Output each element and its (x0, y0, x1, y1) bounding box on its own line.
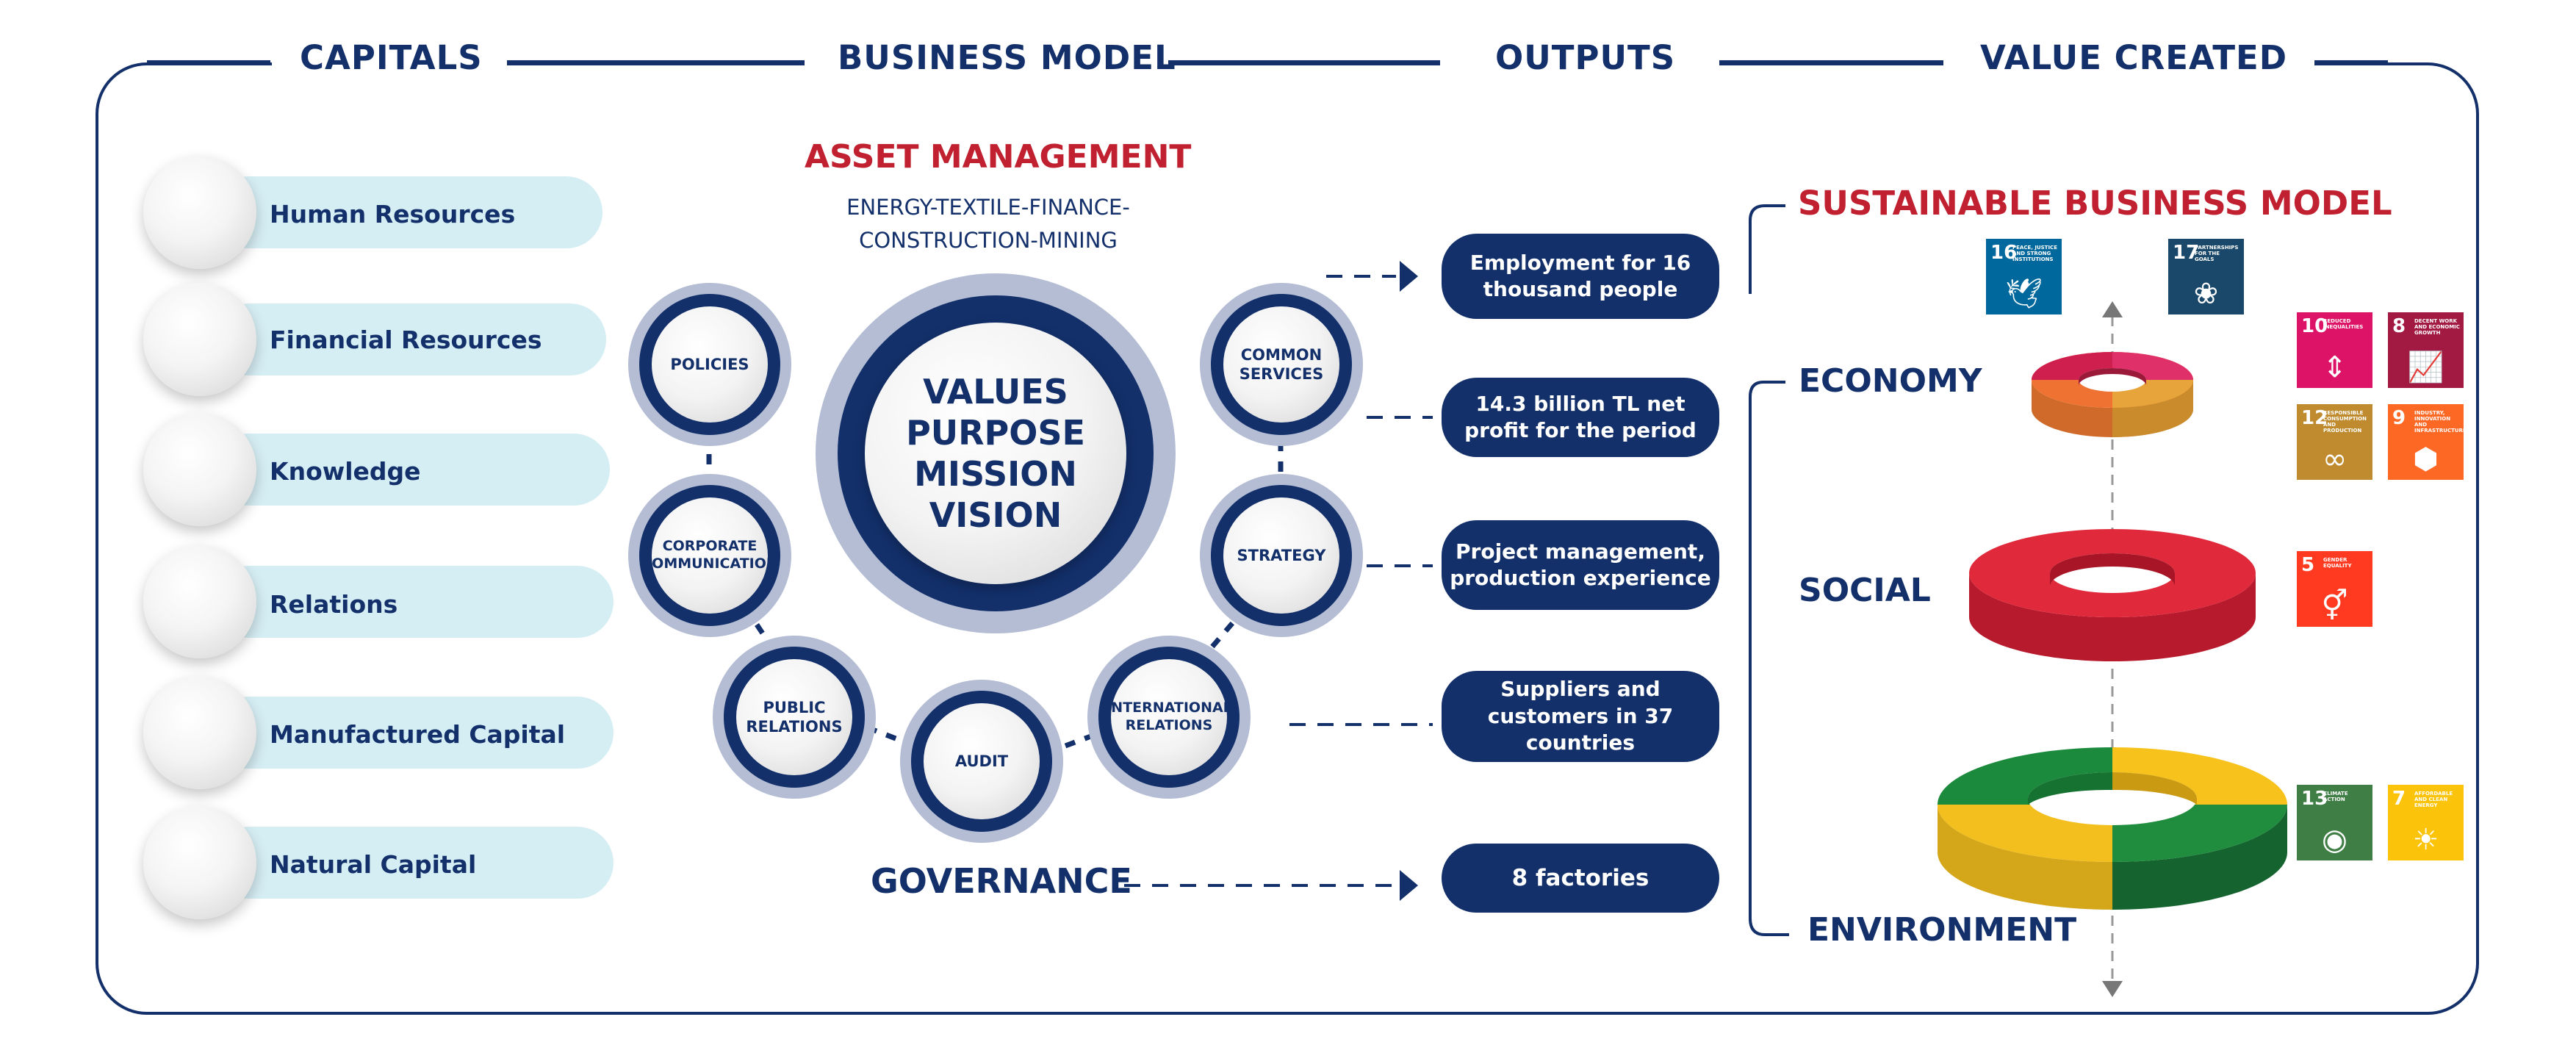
ring-economy (2032, 352, 2193, 437)
node-label: AUDIT (954, 752, 1009, 770)
asset-management-title: ASSET MANAGEMENT (805, 138, 1192, 176)
output-line: profit for the period (1464, 418, 1697, 442)
output-item: Project management,production experience (1442, 520, 1719, 610)
sdg-text: Industry, Innovation and Infrastructure (2414, 410, 2467, 434)
sdg-number: 16 (1990, 242, 2018, 264)
sdg-text: Decent Work and Economic Growth (2414, 318, 2460, 337)
subtitle-line: CONSTRUCTION-MINING (859, 227, 1118, 253)
gender-icon: ⚥ (2321, 589, 2348, 623)
sdg-number: 7 (2392, 788, 2406, 810)
node-label: RELATIONS (746, 718, 843, 736)
category-environment: ENVIRONMENT (1807, 911, 2077, 949)
header-capitals: CAPITALS (300, 38, 483, 77)
sdg-text: Climate Action (2323, 791, 2348, 803)
sdg-text: Affordable and Clean Energy (2414, 791, 2453, 809)
sdg-text: Reduced Inequalities (2323, 318, 2364, 331)
capital-label: Natural Capital (270, 850, 477, 879)
capital-label: Financial Resources (270, 326, 542, 354)
output-item: 8 factories (1442, 844, 1719, 913)
node-label: PUBLIC (763, 698, 826, 716)
sdg-number: 10 (2301, 315, 2328, 337)
sdg-text: Gender Equality (2323, 557, 2352, 569)
category-economy: ECONOMY (1799, 362, 1982, 400)
header-outputs: OUTPUTS (1495, 38, 1676, 77)
node-label: POLICIES (670, 355, 749, 373)
eye-globe-icon: ◉ (2322, 823, 2347, 857)
sdg-17-tile: 17 Partnerships for the Goals ❀ (2168, 239, 2244, 314)
subtitle-line: ENERGY-TEXTILE-FINANCE- (846, 195, 1130, 220)
node-label: STRATEGY (1237, 546, 1326, 564)
sdg-number: 12 (2301, 407, 2328, 429)
ring-social (1969, 529, 2256, 661)
sdg-number: 9 (2392, 407, 2406, 429)
sdg-5-tile: 5 Gender Equality ⚥ (2297, 551, 2372, 627)
sdg-number: 17 (2173, 242, 2200, 264)
output-line: countries (1525, 730, 1636, 755)
capital-label: Manufactured Capital (270, 720, 566, 749)
node-label: RELATIONS (1125, 717, 1213, 733)
governance-label: GOVERNANCE (871, 861, 1132, 901)
values-purpose-mission-vision: VALUES PURPOSE MISSION VISION (865, 323, 1126, 584)
center-line: VISION (929, 495, 1062, 536)
ring-environment (1938, 747, 2287, 910)
sdg-10-tile: 10 Reduced Inequalities ⇕ (2297, 312, 2372, 388)
equality-icon: ⇕ (2322, 351, 2347, 384)
output-line: Employment for 16 (1469, 250, 1691, 275)
output-line: production experience (1450, 566, 1711, 590)
sdg-7-tile: 7 Affordable and Clean Energy ☀ (2388, 785, 2464, 860)
dove-icon: 🕊 (2005, 277, 2043, 311)
sustainable-business-model-title: SUSTAINABLE BUSINESS MODEL (1798, 184, 2392, 223)
infinity-icon: ∞ (2322, 442, 2347, 476)
output-line: customers in 37 (1487, 703, 1674, 728)
node-label: INTERNATIONAL (1106, 700, 1232, 716)
sdg-text: Partnerships for the Goals (2195, 245, 2239, 263)
category-social: SOCIAL (1799, 572, 1931, 609)
node-label: CORPORATE (662, 538, 758, 555)
diagram-frame (96, 62, 2479, 1015)
cube-icon: ⬢ (2413, 442, 2439, 476)
capital-label: Relations (270, 590, 398, 619)
sun-icon: ☀ (2412, 823, 2439, 857)
header-business-model: BUSINESS MODEL (838, 38, 1176, 77)
sdg-text: Responsible Consumption and Production (2323, 410, 2367, 434)
growth-icon: 📈 (2407, 351, 2444, 384)
asset-management-subtitle: ENERGY-TEXTILE-FINANCE- CONSTRUCTION-MIN… (805, 191, 1172, 257)
sdg-13-tile: 13 Climate Action ◉ (2297, 785, 2372, 860)
capital-label: Human Resources (270, 200, 516, 229)
sdg-8-tile: 8 Decent Work and Economic Growth 📈 (2388, 312, 2464, 388)
sdg-16-tile: 16 Peace, Justice and Strong Institution… (1986, 239, 2062, 314)
node-label: COMMUNICATION (641, 556, 778, 572)
output-line: Suppliers and (1500, 677, 1661, 702)
sdg-number: 13 (2301, 788, 2328, 810)
output-line: 8 factories (1511, 864, 1649, 891)
center-line: PURPOSE (906, 412, 1085, 453)
sdg-9-tile: 9 Industry, Innovation and Infrastructur… (2388, 404, 2467, 480)
sdg-text: Peace, Justice and Strong Institutions (2012, 245, 2057, 263)
sdg-12-tile: 12 Responsible Consumption and Productio… (2297, 404, 2372, 480)
sdg-number: 5 (2301, 554, 2315, 576)
sdg-number: 8 (2392, 315, 2406, 337)
node-label: SERVICES (1239, 365, 1324, 383)
output-line: thousand people (1483, 277, 1678, 301)
header-value-created: VALUE CREATED (1980, 38, 2288, 77)
center-line: MISSION (914, 454, 1077, 494)
output-line: Project management, (1456, 539, 1705, 564)
center-line: VALUES (923, 371, 1068, 411)
output-line: 14.3 billion TL net (1475, 391, 1685, 416)
capital-label: Knowledge (270, 457, 421, 486)
flower-icon: ❀ (2193, 277, 2219, 311)
node-label: COMMON (1240, 345, 1323, 364)
